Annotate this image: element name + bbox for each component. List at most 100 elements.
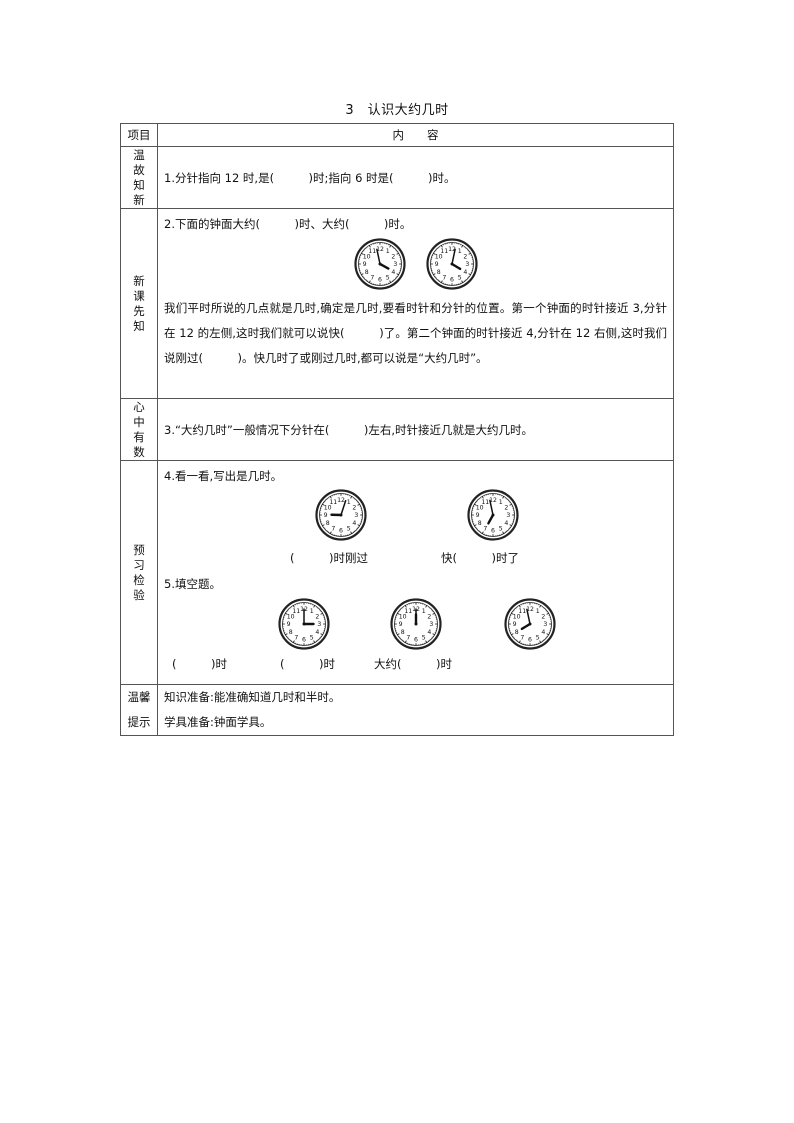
clock-numeral: 10 [476,505,484,512]
clock-numeral: 1 [458,248,462,255]
clock-numeral: 3 [506,512,510,519]
clock-numeral: 10 [435,254,443,261]
clock-numeral: 10 [324,505,332,512]
tips-label-line2: 提示 [127,715,151,729]
tip-tools: 学具准备:钟面学具。 [164,715,272,729]
minute-hand [451,248,456,265]
page-title: 3 认识大约几时 [345,103,449,118]
clock-numeral: 6 [450,277,454,284]
clock-numeral: 2 [391,254,395,261]
clock-numeral: 2 [427,614,431,621]
question-4: 4.看一看,写出是几时。 [164,469,283,483]
question-4-caption: ( )时刚过 [290,551,368,565]
clock-numeral: 9 [435,261,439,268]
worksheet-table: 项目 内 容 温故知新 1.分针指向 12 时,是( )时;指向 6 时是( )… [120,123,674,736]
clock-numeral: 4 [463,269,467,276]
clock-numeral: 10 [287,614,295,621]
tips-label-line1: 温馨 [127,690,151,704]
clock-numeral: 7 [483,526,487,533]
clock-numeral: 9 [476,512,480,519]
clock-numeral: 12 [448,246,456,253]
clock-numeral: 1 [499,499,503,506]
question-1: 1.分针指向 12 时,是( )时;指向 6 时是( )时。 [164,170,456,185]
clock-numeral: 2 [504,505,508,512]
clock-numeral: 12 [489,497,497,504]
header-row: 项目 内 容 [120,123,674,147]
clock-numeral: 11 [329,499,337,506]
clock-numeral: 5 [386,275,390,282]
clock-numeral: 1 [310,608,314,615]
clock-numeral: 3 [317,621,321,628]
clock-numeral: 3 [543,621,547,628]
hour-hand [487,513,495,525]
hour-hand [378,262,390,270]
header-item: 项目 [120,123,158,147]
clock-numeral: 5 [422,635,426,642]
review-label: 温故知新 [133,147,145,207]
clock-numeral: 10 [363,254,371,261]
clock-numeral: 8 [515,629,519,636]
hour-hand [520,622,532,631]
clock-numeral: 12 [526,606,534,613]
clock-numeral: 8 [289,629,293,636]
clock-numeral: 7 [294,635,298,642]
clock-numeral: 11 [481,499,489,506]
question-5-caption: ( )时 [172,657,227,671]
clock-numeral: 4 [541,629,545,636]
clock-numeral: 8 [401,629,405,636]
header-content: 内 容 [157,123,674,147]
clock-numeral: 6 [528,637,532,644]
clock-numeral: 6 [302,637,306,644]
clock-numeral: 9 [513,621,517,628]
hour-hand [450,262,462,271]
question-4-caption: 快( )时了 [441,551,519,565]
tip-knowledge: 知识准备:能准确知道几时和半时。 [164,690,341,704]
clock-numeral: 8 [437,269,441,276]
clock-numeral: 2 [352,505,356,512]
clock-numeral: 3 [429,621,433,628]
clock-numeral: 8 [478,520,482,527]
clock-numeral: 9 [324,512,328,519]
preview-label: 新课先知 [133,273,145,333]
practice-label: 预习检验 [133,542,145,602]
clock-numeral: 3 [354,512,358,519]
clock-numeral: 7 [331,526,335,533]
review-row: 温故知新 1.分针指向 12 时,是( )时;指向 6 时是( )时。 [120,146,674,209]
clock-numeral: 4 [391,269,395,276]
clock-numeral: 10 [399,614,407,621]
keypoint-label: 心中有数 [133,399,145,459]
question-5: 5.填空题。 [164,577,221,591]
minute-hand [340,499,347,516]
clock-numeral: 8 [326,520,330,527]
minute-hand [526,608,531,625]
clock-numeral: 7 [520,635,524,642]
clock-numeral: 5 [499,526,503,533]
clock-numeral: 9 [287,621,291,628]
clock-numeral: 3 [393,261,397,268]
clock-numeral: 2 [463,254,467,261]
clock-numeral: 5 [347,526,351,533]
clock-numeral: 4 [427,629,431,636]
clock-numeral: 5 [458,275,462,282]
minute-hand [489,499,494,516]
clock-numeral: 10 [513,614,521,621]
preview-paragraph: 我们平时所说的几点就是几时,确定是几时,要看时针和分针的位置。第一个钟面的时针接… [164,301,667,365]
clock-numeral: 2 [541,614,545,621]
clock-numeral: 5 [310,635,314,642]
clock-numeral: 6 [378,277,382,284]
clock-numeral: 4 [504,520,508,527]
clock-numeral: 1 [347,499,351,506]
question-2: 2.下面的钟面大约( )时、大约( )时。 [164,217,412,231]
clock-numeral: 11 [292,608,300,615]
clock-numeral: 11 [404,608,412,615]
clock-numeral: 11 [518,608,526,615]
